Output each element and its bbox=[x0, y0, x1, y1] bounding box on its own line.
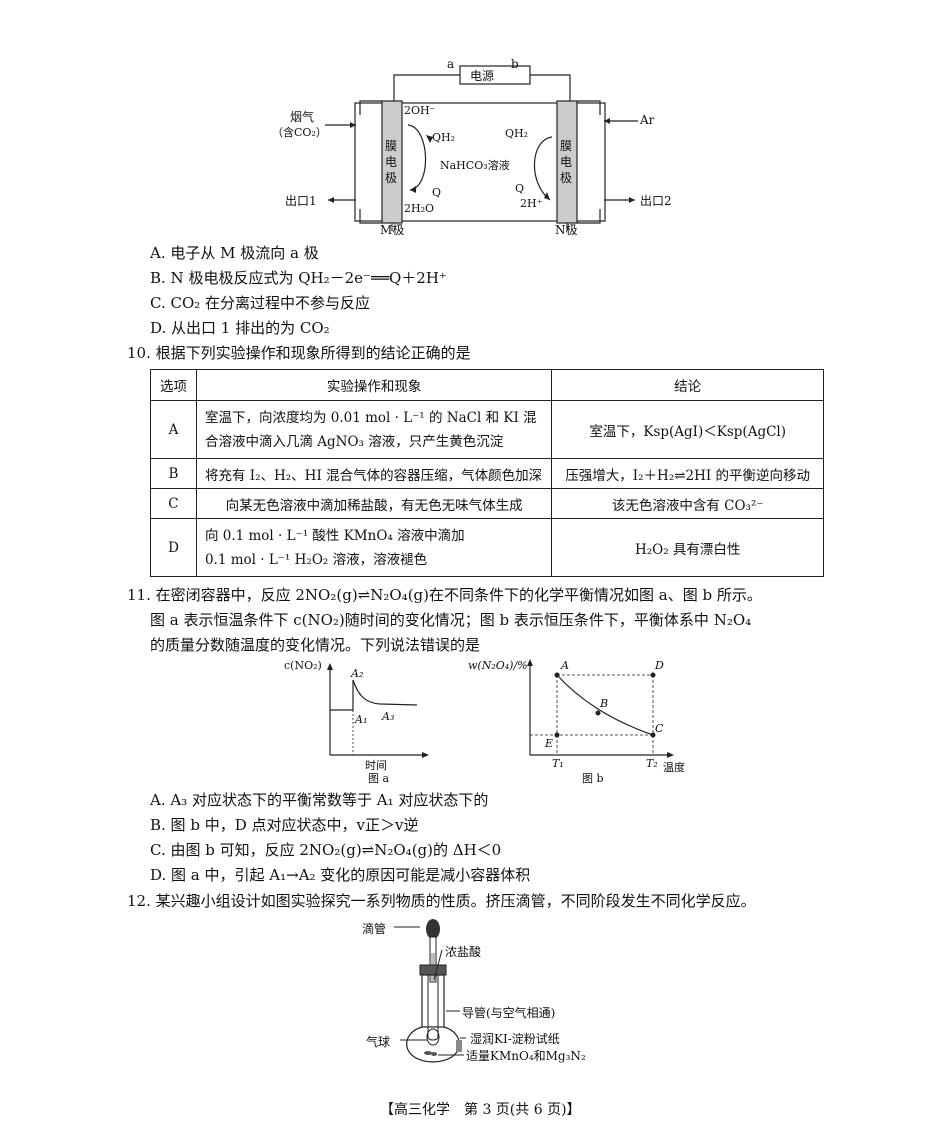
q11-option-d: D. 图 a 中，引起 A₁→A₂ 变化的原因可能是减小容器体积 bbox=[150, 866, 531, 884]
q-left-label: Q bbox=[432, 186, 442, 199]
fig-a-a1: A₁ bbox=[355, 713, 368, 726]
fig-b-t2: T₂ bbox=[646, 757, 658, 770]
dropper-label: 滴管 bbox=[362, 922, 387, 936]
terminal-a: a bbox=[447, 57, 455, 71]
q-right-label: Q bbox=[515, 182, 525, 195]
row-b-operation: 将充有 I₂、H₂、HI 混合气体的容器压缩，气体颜色加深 bbox=[195, 458, 553, 489]
smoke-sub-label: （含CO₂） bbox=[272, 126, 327, 139]
q11-option-c: C. 由图 b 可知，反应 2NO₂(g)⇌N₂O₄(g)的 ΔH＜0 bbox=[150, 841, 502, 859]
qh2-left-label: QH₂ bbox=[432, 131, 456, 144]
fig-a-a3: A₃ bbox=[382, 710, 395, 723]
tube-label: 导管(与空气相通) bbox=[462, 1006, 556, 1020]
q11-option-b: B. 图 b 中，D 点对应状态中，v正＞v逆 bbox=[150, 816, 419, 834]
fig-b-point-d: D bbox=[655, 659, 664, 672]
smoke-label: 烟气 bbox=[290, 110, 315, 124]
q11-option-a: A. A₃ 对应状态下的平衡常数等于 A₁ 对应状态下的 bbox=[150, 791, 489, 809]
q10-stem: 10. 根据下列实验操作和现象所得到的结论正确的是 bbox=[127, 344, 471, 362]
fig-b-point-c: C bbox=[655, 722, 664, 735]
test-paper-label: 湿润KI-淀粉试纸 bbox=[470, 1032, 560, 1046]
row-d-op-line2: 0.1 mol · L⁻¹ H₂O₂ 溶液，溶液褪色 bbox=[204, 551, 428, 568]
row-d-operation: 向 0.1 mol · L⁻¹ 酸性 KMnO₄ 溶液中滴加 0.1 mol · … bbox=[195, 518, 553, 577]
q11-stem-line1: 11. 在密闭容器中，反应 2NO₂(g)⇌N₂O₄(g)在不同条件下的化学平衡… bbox=[127, 586, 762, 604]
row-d-option: D bbox=[150, 518, 197, 577]
apparatus-diagram bbox=[406, 919, 462, 1063]
row-c-option: C bbox=[150, 488, 197, 519]
header-operation: 实验操作和现象 bbox=[195, 369, 553, 401]
leader-lines bbox=[394, 926, 466, 1056]
row-c-operation: 向某无色溶液中滴加稀盐酸，有无色无味气体生成 bbox=[195, 488, 553, 519]
fig-b-point-b: B bbox=[600, 697, 609, 710]
fig-b-caption: 图 b bbox=[582, 772, 604, 785]
row-a-option: A bbox=[150, 400, 197, 459]
solution-label: NaHCO₃溶液 bbox=[440, 159, 510, 172]
ar-label: Ar bbox=[640, 113, 655, 127]
electrolysis-diagram bbox=[325, 65, 638, 231]
header-conclusion: 结论 bbox=[551, 369, 824, 401]
qh2-right-label: QH₂ bbox=[505, 127, 529, 140]
row-a-conclusion: 室温下，Ksp(AgI)＜Ksp(AgCl) bbox=[551, 400, 824, 459]
q10-table: 选项 实验操作和现象 结论 A 室温下，向浓度均为 0.01 mol · L⁻¹… bbox=[150, 369, 824, 577]
n-pole-label: N极 bbox=[555, 223, 578, 237]
header-option: 选项 bbox=[150, 369, 197, 401]
hcl-label: 浓盐酸 bbox=[445, 945, 482, 959]
q9-option-b: B. N 极电极反应式为 QH₂－2e⁻══Q＋2H⁺ bbox=[150, 269, 447, 287]
row-b-option: B bbox=[150, 458, 197, 489]
row-a-operation: 室温下，向浓度均为 0.01 mol · L⁻¹ 的 NaCl 和 KI 混合溶… bbox=[195, 400, 553, 459]
terminal-b: b bbox=[511, 57, 519, 71]
q9-option-a: A. 电子从 M 极流向 a 极 bbox=[150, 244, 319, 262]
outlet1-label: 出口1 bbox=[285, 194, 317, 208]
fig-b-point-e: E bbox=[545, 737, 554, 750]
fig-a-xlabel: 时间 bbox=[365, 759, 387, 772]
balloon-label: 气球 bbox=[366, 1035, 391, 1049]
fig-b-point-a: A bbox=[561, 659, 569, 672]
q12-stem: 12. 某兴趣小组设计如图实验探究一系列物质的性质。挤压滴管，不同阶段发生不同化… bbox=[127, 892, 756, 910]
oh-label: 2OH⁻ bbox=[404, 104, 436, 117]
fig-b-t1: T₁ bbox=[552, 757, 564, 770]
row-d-op-line1: 向 0.1 mol · L⁻¹ 酸性 KMnO₄ 溶液中滴加 bbox=[204, 527, 465, 544]
figure-b-chart bbox=[527, 659, 674, 758]
q9-option-c: C. CO₂ 在分离过程中不参与反应 bbox=[150, 294, 371, 312]
membrane-left-label: 膜电极 bbox=[385, 139, 398, 185]
outlet2-label: 出口2 bbox=[640, 194, 672, 208]
row-a-op-line2: 合溶液中滴入几滴 AgNO₃ 溶液，只产生黄色沉淀 bbox=[204, 433, 504, 450]
q11-stem-line2: 图 a 表示恒温条件下 c(NO₂)随时间的变化情况；图 b 表示恒压条件下，平… bbox=[150, 611, 752, 629]
membrane-right-label: 膜电极 bbox=[560, 139, 573, 185]
fig-a-ylabel: c(NO₂) bbox=[284, 659, 322, 672]
row-b-conclusion: 压强增大，I₂＋H₂⇌2HI 的平衡逆向移动 bbox=[551, 458, 824, 489]
figure-a-chart bbox=[327, 663, 429, 758]
m-pole-label: M极 bbox=[380, 223, 405, 237]
fig-a-caption: 图 a bbox=[368, 772, 390, 785]
fig-b-ylabel: w(N₂O₄)/% bbox=[468, 659, 528, 672]
q11-stem-line3: 的质量分数随温度的变化情况。下列说法错误的是 bbox=[150, 636, 481, 654]
q9-option-d: D. 从出口 1 排出的为 CO₂ bbox=[150, 319, 330, 337]
h2o-label: 2H₂O bbox=[404, 202, 435, 215]
h-plus-label: 2H⁺ bbox=[520, 197, 543, 210]
row-c-conclusion: 该无色溶液中含有 CO₃²⁻ bbox=[551, 488, 824, 519]
power-label: 电源 bbox=[470, 69, 495, 83]
row-d-conclusion: H₂O₂ 具有漂白性 bbox=[551, 518, 824, 577]
solid-label: 适量KMnO₄和Mg₃N₂ bbox=[466, 1049, 586, 1063]
row-a-op-line1: 室温下，向浓度均为 0.01 mol · L⁻¹ 的 NaCl 和 KI 混 bbox=[204, 409, 537, 426]
fig-a-a2: A₂ bbox=[351, 667, 364, 680]
page-footer: 【高三化学 第 3 页(共 6 页)】 bbox=[380, 1102, 581, 1118]
fig-b-xlabel: 温度 bbox=[663, 761, 685, 774]
